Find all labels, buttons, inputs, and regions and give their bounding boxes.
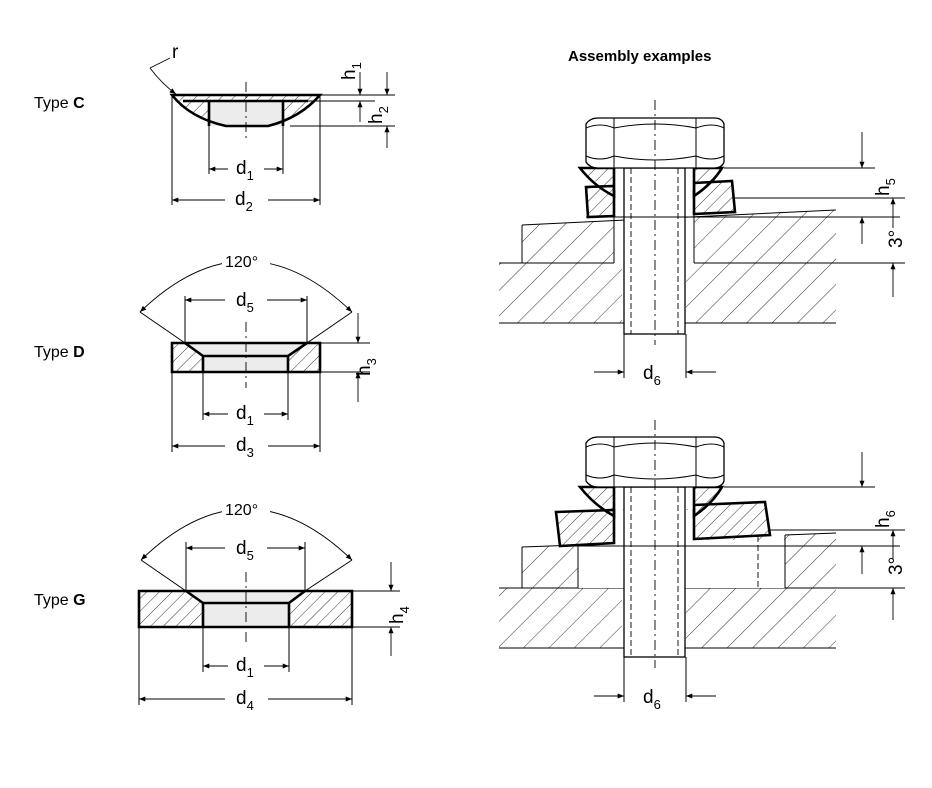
angle-g-label: 120° — [225, 502, 258, 519]
svg-text:d4: d4 — [236, 688, 254, 713]
svg-text:d5: d5 — [236, 290, 254, 315]
svg-text:h5: h5 — [873, 178, 898, 196]
svg-text:d5: d5 — [236, 538, 254, 563]
assembly-title: Assembly examples — [568, 48, 711, 65]
type-c-letter: C — [73, 95, 85, 112]
svg-text:d6: d6 — [643, 687, 661, 712]
dim-d1-d: d1 — [236, 403, 254, 428]
tilt-angle-2-label: 3° — [886, 557, 907, 575]
dim-d6-top: d6 — [643, 363, 661, 388]
svg-text:d6: d6 — [643, 363, 661, 388]
type-g-letter: G — [73, 592, 85, 609]
svg-text:h1: h1 — [339, 62, 364, 80]
svg-text:h4: h4 — [387, 606, 412, 624]
dim-h4: h4 — [387, 606, 412, 624]
svg-text:h2: h2 — [366, 106, 391, 124]
angle-d-label: 120° — [225, 254, 258, 271]
svg-text:h3: h3 — [354, 358, 379, 376]
dim-h6: h6 — [873, 510, 898, 528]
type-d-washer — [170, 322, 322, 388]
dim-d2: d2 — [235, 189, 253, 214]
type-c-prefix: Type — [34, 95, 73, 112]
dim-d6-bottom: d6 — [643, 687, 661, 712]
svg-text:d3: d3 — [236, 435, 254, 460]
assembly-example-2 — [499, 420, 900, 668]
type-g-washer — [137, 572, 354, 642]
dim-d1-g: d1 — [236, 655, 254, 680]
dim-d5-d: d5 — [236, 290, 254, 315]
type-d-letter: D — [73, 344, 85, 361]
svg-text:d1: d1 — [236, 403, 254, 428]
dim-h5: h5 — [873, 178, 898, 196]
radius-label: r — [172, 42, 179, 63]
svg-text:d1: d1 — [236, 158, 254, 183]
radius-callout: r — [149, 42, 179, 95]
svg-text:h6: h6 — [873, 510, 898, 528]
type-g-prefix: Type — [34, 592, 73, 609]
type-g-label: Type G — [34, 592, 86, 609]
dim-d5-g: d5 — [236, 538, 254, 563]
type-d-prefix: Type — [34, 344, 73, 361]
assembly-example-1 — [499, 100, 900, 345]
dim-h1: h1 — [339, 62, 364, 80]
dim-h3: h3 — [354, 358, 379, 376]
dim-h2: h2 — [366, 106, 391, 124]
svg-text:Type G: Type G — [34, 592, 86, 609]
dim-d3: d3 — [236, 435, 254, 460]
svg-text:Type C: Type C — [34, 95, 85, 112]
type-c-label: Type C — [34, 95, 85, 112]
svg-text:Type D: Type D — [34, 344, 85, 361]
type-d-label: Type D — [34, 344, 85, 361]
svg-text:d1: d1 — [236, 655, 254, 680]
dim-d1-c: d1 — [236, 158, 254, 183]
dim-d4: d4 — [236, 688, 254, 713]
tilt-angle-1-label: 3° — [886, 230, 907, 248]
type-c-washer — [169, 82, 323, 138]
svg-text:d2: d2 — [235, 189, 253, 214]
